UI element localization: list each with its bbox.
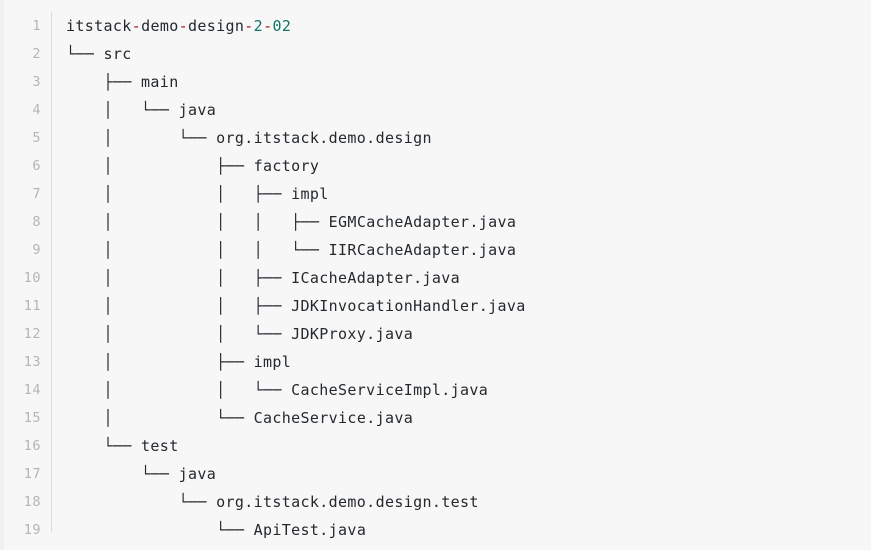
tree-branch-glyphs: │ │ └── (66, 325, 292, 343)
tree-branch-glyphs: ├── (66, 73, 142, 91)
tree-branch-glyphs: │ └── (66, 409, 254, 427)
tree-node-label: org.itstack.demo.design (216, 129, 432, 147)
line-number: 6 (32, 158, 41, 174)
tree-node-label: main (141, 73, 179, 91)
code-line: │ │ ├── JDKInvocationHandler.java (66, 292, 871, 320)
line-number: 16 (23, 438, 41, 454)
tree-node-label: java (178, 101, 217, 119)
token-text: demo (141, 17, 179, 35)
tree-branch-glyphs: │ │ ├── (66, 269, 292, 287)
line-number: 10 (23, 270, 41, 286)
code-line: │ │ └── CacheServiceImpl.java (66, 376, 871, 404)
line-number: 1 (32, 18, 41, 34)
line-number: 2 (32, 46, 41, 62)
tree-branch-glyphs: │ │ ├── (66, 185, 292, 203)
tree-node-label: factory (253, 157, 320, 175)
code-line: │ │ │ └── IIRCacheAdapter.java (66, 236, 871, 264)
code-line: │ └── org.itstack.demo.design (66, 124, 871, 152)
code-line: └── org.itstack.demo.design.test (66, 488, 871, 516)
line-number: 15 (23, 410, 41, 426)
code-line: │ │ ├── ICacheAdapter.java (66, 264, 871, 292)
tree-branch-glyphs: │ └── (66, 101, 179, 119)
code-line: │ │ └── JDKProxy.java (66, 320, 871, 348)
tree-branch-glyphs: └── (66, 465, 179, 483)
code-line: itstack-demo-design-2-02 (66, 12, 871, 40)
tree-node-label: java (178, 465, 217, 483)
code-content[interactable]: itstack-demo-design-2-02└── src ├── main… (52, 0, 871, 544)
tree-node-label: org.itstack.demo.design.test (216, 493, 479, 511)
tree-node-label: CacheServiceImpl.java (291, 381, 489, 399)
tree-node-label: ApiTest.java (253, 521, 367, 539)
tree-node-label: ICacheAdapter.java (291, 269, 460, 287)
line-number: 4 (32, 102, 41, 118)
token-punctuation: - (244, 17, 254, 35)
line-number: 8 (32, 214, 41, 230)
line-number: 12 (23, 326, 41, 342)
line-number: 14 (23, 382, 41, 398)
line-number: 7 (32, 186, 41, 202)
code-line: └── test (66, 432, 871, 460)
tree-node-label: impl (291, 185, 329, 203)
tree-node-label: src (103, 45, 132, 63)
code-line: │ ├── factory (66, 152, 871, 180)
tree-branch-glyphs: │ └── (66, 129, 217, 147)
tree-branch-glyphs: └── (66, 493, 217, 511)
tree-node-label: impl (253, 353, 292, 371)
token-text: design (187, 17, 245, 35)
code-line: │ └── java (66, 96, 871, 124)
tree-branch-glyphs: │ ├── (66, 157, 254, 175)
token-punctuation: - (131, 17, 142, 35)
tree-branch-glyphs: │ │ │ ├── (66, 213, 329, 231)
line-number: 3 (32, 74, 41, 90)
token-punctuation: - (263, 17, 273, 35)
line-number: 19 (23, 522, 41, 538)
tree-node-label: EGMCacheAdapter.java (328, 213, 517, 231)
tree-branch-glyphs: └── (66, 437, 142, 455)
line-number: 5 (32, 130, 41, 146)
code-line: │ │ ├── impl (66, 180, 871, 208)
tree-branch-glyphs: └── (66, 45, 104, 63)
token-number: 2 (253, 17, 264, 35)
code-line: └── src (66, 40, 871, 68)
token-text: itstack (66, 17, 132, 35)
line-number: 13 (23, 354, 41, 370)
tree-branch-glyphs: └── (66, 521, 254, 539)
line-number: 9 (32, 242, 41, 258)
tree-node-label: test (141, 437, 179, 455)
tree-node-label: CacheService.java (253, 409, 414, 427)
code-line: └── java (66, 460, 871, 488)
code-line: └── ApiTest.java (66, 516, 871, 544)
tree-branch-glyphs: │ │ ├── (66, 297, 292, 315)
line-number: 17 (23, 466, 41, 482)
tree-branch-glyphs: │ │ │ └── (66, 241, 329, 259)
tree-node-label: JDKProxy.java (291, 325, 414, 343)
code-line: ├── main (66, 68, 871, 96)
code-line: │ └── CacheService.java (66, 404, 871, 432)
token-punctuation: - (178, 17, 188, 35)
code-line: │ ├── impl (66, 348, 871, 376)
token-number: 02 (272, 17, 292, 35)
tree-branch-glyphs: │ ├── (66, 353, 254, 371)
tree-node-label: JDKInvocationHandler.java (291, 297, 526, 315)
code-line: │ │ │ ├── EGMCacheAdapter.java (66, 208, 871, 236)
line-number: 11 (23, 298, 41, 314)
tree-node-label: IIRCacheAdapter.java (328, 241, 517, 259)
tree-branch-glyphs: │ │ └── (66, 381, 292, 399)
line-number: 18 (23, 494, 41, 510)
